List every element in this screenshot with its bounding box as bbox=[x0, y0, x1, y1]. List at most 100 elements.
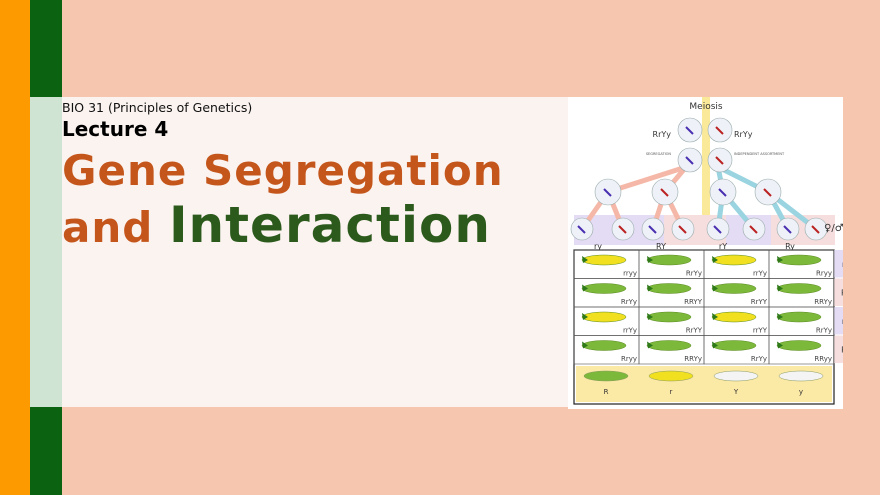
lecture-number: Lecture 4 bbox=[62, 117, 169, 141]
pea-pod-icon bbox=[778, 370, 824, 382]
chromosome-icon bbox=[685, 156, 694, 165]
parent-genotype: RrYy bbox=[653, 130, 672, 139]
legend-label: Y bbox=[733, 388, 739, 396]
genotype-label: rrYY bbox=[753, 327, 768, 335]
pea-pod-icon bbox=[776, 283, 822, 294]
pod-stem-icon bbox=[777, 341, 783, 349]
green-accent-bar-bottom bbox=[30, 407, 62, 495]
pea-pod-icon bbox=[646, 254, 692, 266]
chromosome-icon bbox=[678, 225, 687, 234]
pod-stem-icon bbox=[777, 284, 783, 292]
pod-stem-icon bbox=[582, 313, 588, 320]
punnett-cell bbox=[768, 335, 835, 365]
lineage-line bbox=[607, 164, 687, 195]
pea-pod-icon bbox=[581, 340, 627, 351]
genotype-label: Rryy bbox=[816, 270, 832, 278]
green-accent-bar-top bbox=[30, 0, 62, 97]
title-line-1: Gene Segregation bbox=[62, 146, 504, 195]
chromosome-icon bbox=[648, 225, 657, 234]
pod-stem-icon bbox=[582, 284, 588, 292]
pea-pod-icon bbox=[711, 340, 757, 351]
pea-pod-icon bbox=[711, 283, 757, 294]
gamete-label: Ry bbox=[785, 242, 795, 251]
legend-label: y bbox=[799, 388, 803, 396]
chromosome-icon bbox=[715, 156, 724, 165]
pod-stem-icon bbox=[647, 284, 653, 292]
title-interaction: Interaction bbox=[168, 196, 491, 254]
genotype-label: RrYY bbox=[686, 327, 703, 335]
chromosome-icon bbox=[763, 188, 772, 197]
chromosome-icon bbox=[718, 188, 727, 197]
title-panel bbox=[62, 97, 568, 407]
pea-pod-icon bbox=[648, 370, 694, 382]
title-line-2: and Interaction bbox=[62, 196, 491, 254]
pod-stem-icon bbox=[777, 313, 783, 320]
row-label: rY bbox=[842, 317, 843, 326]
pea-pod-icon bbox=[581, 311, 627, 323]
pea-pod-icon bbox=[713, 370, 759, 382]
genotype-label: RrYY bbox=[751, 298, 768, 306]
chromosome-icon bbox=[577, 225, 586, 234]
pea-pod-icon bbox=[711, 311, 757, 323]
pod-stem-icon bbox=[712, 313, 718, 320]
gamete-label: rY bbox=[719, 242, 727, 251]
genotype-label: rryy bbox=[623, 270, 637, 278]
mint-accent-bar bbox=[30, 97, 62, 407]
pod-stem-icon bbox=[712, 341, 718, 349]
pea-pod-icon bbox=[776, 340, 822, 351]
orange-accent-bar bbox=[0, 0, 30, 495]
gamete-label: ry bbox=[594, 242, 602, 251]
pod-stem-icon bbox=[647, 313, 653, 320]
pod-stem-icon bbox=[647, 341, 653, 349]
row-label: ry bbox=[842, 260, 843, 269]
title-and: and bbox=[62, 203, 154, 252]
row-label: RY bbox=[841, 289, 843, 298]
gamete-label: RY bbox=[656, 242, 666, 251]
pea-pod-icon bbox=[776, 254, 822, 266]
segregation-label: SEGREGATION bbox=[646, 152, 672, 156]
chromosome-icon bbox=[713, 225, 722, 234]
chromosome-icon bbox=[783, 225, 792, 234]
genotype-label: RRYY bbox=[684, 298, 703, 306]
pea-pod-icon bbox=[583, 370, 629, 382]
genotype-label: rrYy bbox=[623, 327, 637, 335]
row-label: Ry bbox=[841, 346, 843, 355]
legend-label: r bbox=[670, 388, 673, 396]
chromosome-icon bbox=[618, 225, 627, 234]
chromosome-icon bbox=[685, 126, 694, 135]
genotype-label: Rryy bbox=[621, 355, 637, 363]
pod-stem-icon bbox=[777, 256, 783, 263]
assortment-label: INDEPENDENT ASSORTMENT bbox=[734, 152, 785, 156]
pea-pod-icon bbox=[581, 283, 627, 294]
genotype-label: RRYy bbox=[684, 355, 702, 363]
chromosome-icon bbox=[603, 188, 612, 197]
chromosome-icon bbox=[660, 188, 669, 197]
figure-title: Meiosis bbox=[689, 102, 722, 112]
pod-stem-icon bbox=[582, 341, 588, 349]
genotype-label: rrYy bbox=[753, 270, 767, 278]
pea-pod-icon bbox=[711, 254, 757, 266]
parent-genotype: RrYy bbox=[734, 130, 753, 139]
course-name: BIO 31 (Principles of Genetics) bbox=[62, 100, 253, 115]
legend-label: R bbox=[604, 388, 609, 396]
genotype-label: RrYy bbox=[751, 355, 767, 363]
chromosome-icon bbox=[811, 225, 820, 234]
pea-pod-icon bbox=[646, 283, 692, 294]
chromosome-icon bbox=[715, 126, 724, 135]
pea-pod-icon bbox=[581, 254, 627, 266]
pea-pod-icon bbox=[646, 311, 692, 323]
genotype-label: RrYy bbox=[816, 327, 832, 335]
sex-symbols: ♀/♂ bbox=[824, 223, 843, 234]
genotype-label: RRyy bbox=[814, 355, 832, 363]
pod-stem-icon bbox=[712, 256, 718, 263]
pea-pod-icon bbox=[776, 311, 822, 323]
pod-stem-icon bbox=[647, 256, 653, 263]
chromosome-icon bbox=[749, 225, 758, 234]
genotype-label: RrYy bbox=[686, 270, 702, 278]
genotype-label: RRYy bbox=[814, 298, 832, 306]
genotype-label: RrYy bbox=[621, 298, 637, 306]
pea-pod-icon bbox=[646, 340, 692, 351]
center-band bbox=[702, 97, 710, 217]
